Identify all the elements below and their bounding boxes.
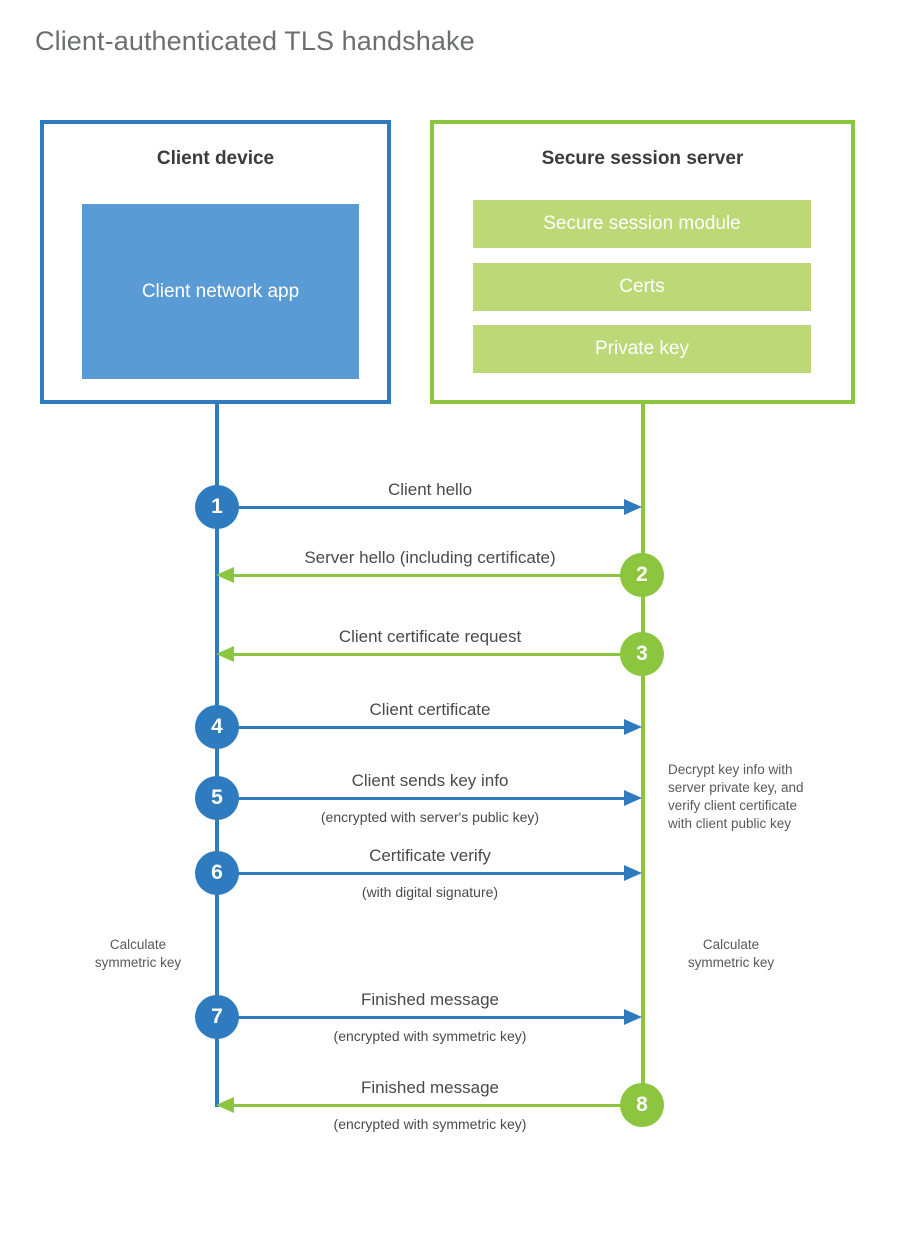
step-4-arrow-head-icon <box>624 719 642 735</box>
note-client-calc-line-2: symmetric key <box>94 955 182 970</box>
client-lifeline <box>215 403 219 1107</box>
step-2-arrow-line <box>234 574 643 577</box>
note-server-decrypt: Decrypt key info with server private key… <box>668 761 838 833</box>
step-7-arrow-line <box>217 1016 624 1019</box>
step-3-arrow-line <box>234 653 643 656</box>
page-title: Client-authenticated TLS handshake <box>35 26 475 56</box>
note-server-decrypt-line-3: verify client certificate <box>668 798 798 813</box>
step-6-arrow-head-icon <box>624 865 642 881</box>
step-number-badge-6[interactable]: 6 <box>195 851 239 895</box>
step-6-arrow-line <box>217 872 624 875</box>
step-number-badge-2[interactable]: 2 <box>620 553 664 597</box>
step-7-arrow-head-icon <box>624 1009 642 1025</box>
step-5-message-label: Client sends key info <box>351 771 509 790</box>
step-6-message-label: Certificate verify <box>369 846 491 865</box>
step-1-arrow-line <box>217 506 624 509</box>
step-7-message-label: Finished message <box>361 990 499 1009</box>
step-number-badge-7[interactable]: 7 <box>195 995 239 1039</box>
step-5-arrow-head-icon <box>624 790 642 806</box>
note-server-decrypt-line-4: with client public key <box>668 816 792 831</box>
note-client-calculate-symmetric-key: Calculate symmetric key <box>88 936 188 972</box>
step-2-arrow-head-icon <box>216 567 234 583</box>
step-4-arrow-line <box>217 726 624 729</box>
server-lifeline <box>641 403 645 1107</box>
step-7-message-sublabel: (encrypted with symmetric key) <box>333 1028 527 1044</box>
step-6-message-sublabel: (with digital signature) <box>361 884 499 900</box>
client-device-title: Client device <box>156 148 275 169</box>
step-number-badge-1[interactable]: 1 <box>195 485 239 529</box>
step-8-message-sublabel: (encrypted with symmetric key) <box>333 1116 527 1132</box>
client-device-box: Client device Client network app <box>40 120 391 404</box>
step-3-arrow-head-icon <box>216 646 234 662</box>
step-3-message-label: Client certificate request <box>338 627 522 646</box>
server-block-certs: Certs <box>473 263 811 311</box>
note-client-calc-line-1: Calculate <box>109 937 167 952</box>
step-number-badge-8[interactable]: 8 <box>620 1083 664 1127</box>
server-block-private-key: Private key <box>473 325 811 373</box>
step-8-arrow-head-icon <box>216 1097 234 1113</box>
step-5-message-sublabel: (encrypted with server's public key) <box>320 809 540 825</box>
step-4-message-label: Client certificate <box>369 700 491 719</box>
note-server-decrypt-line-2: server private key, and <box>668 780 804 795</box>
note-server-calc-line-1: Calculate <box>702 937 760 952</box>
note-server-calculate-symmetric-key: Calculate symmetric key <box>676 936 786 972</box>
step-1-arrow-head-icon <box>624 499 642 515</box>
client-network-app-block: Client network app <box>82 204 359 379</box>
step-number-badge-3[interactable]: 3 <box>620 632 664 676</box>
note-server-calc-line-2: symmetric key <box>687 955 775 970</box>
step-2-message-label: Server hello (including certificate) <box>304 548 556 567</box>
step-8-arrow-line <box>234 1104 643 1107</box>
step-number-badge-5[interactable]: 5 <box>195 776 239 820</box>
step-1-message-label: Client hello <box>387 480 473 499</box>
step-number-badge-4[interactable]: 4 <box>195 705 239 749</box>
server-block-secure-session-module: Secure session module <box>473 200 811 248</box>
secure-session-server-box: Secure session server Secure session mod… <box>430 120 855 404</box>
note-server-decrypt-line-1: Decrypt key info with <box>668 762 793 777</box>
secure-session-server-title: Secure session server <box>541 148 744 169</box>
step-5-arrow-line <box>217 797 624 800</box>
step-8-message-label: Finished message <box>361 1078 499 1097</box>
